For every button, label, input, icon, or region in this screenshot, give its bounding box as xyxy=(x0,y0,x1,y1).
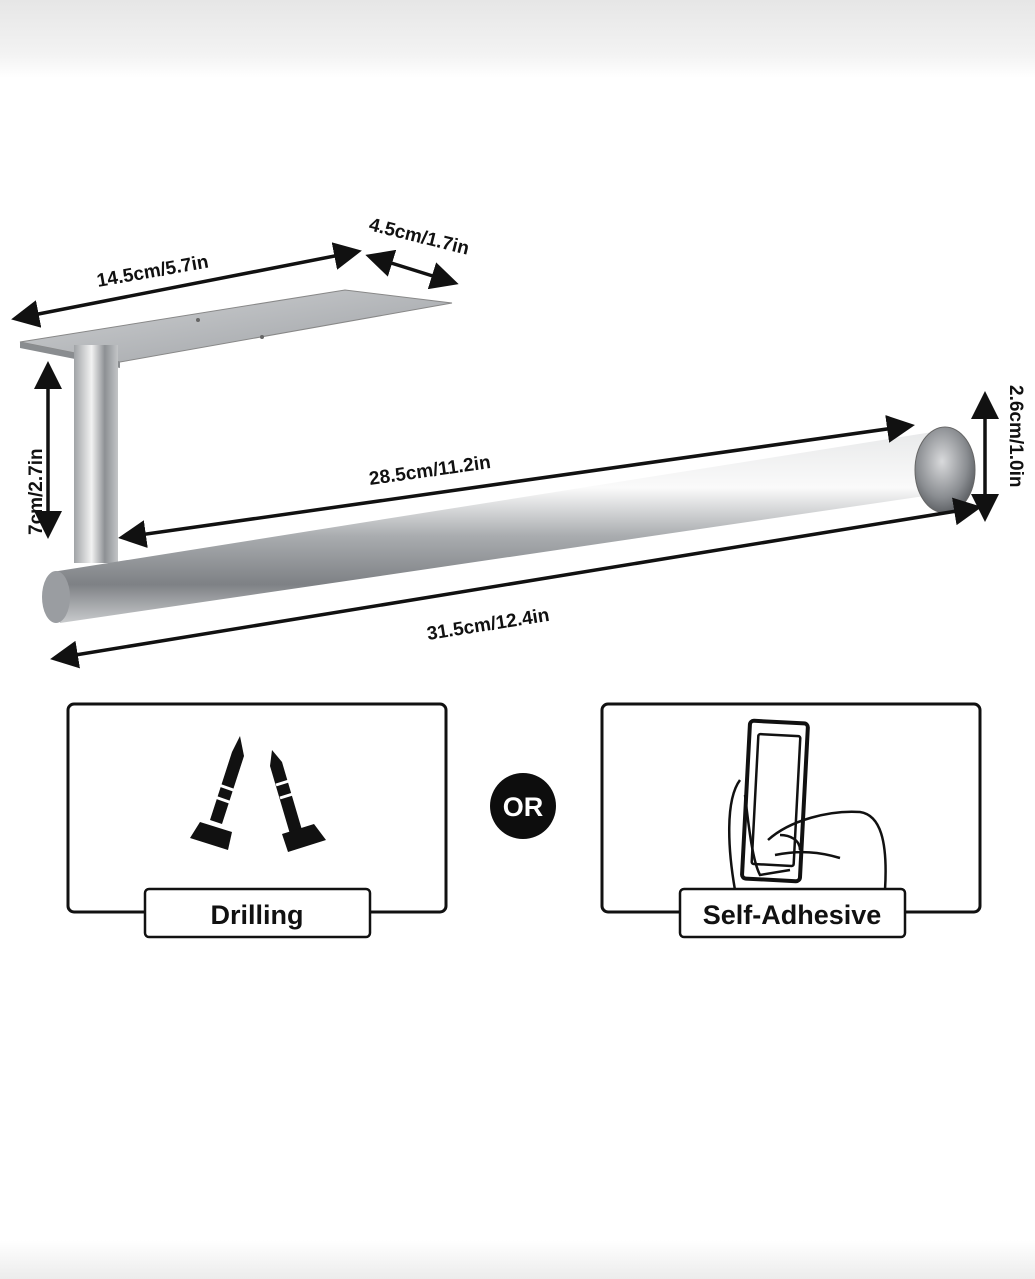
adhesive-hand-icon xyxy=(727,718,887,891)
paper-towel-holder xyxy=(19,289,976,623)
drilling-option: Drilling xyxy=(66,702,448,939)
or-badge: OR xyxy=(490,773,556,839)
plate-width-label: 4.5cm/1.7in xyxy=(367,214,471,259)
top-band xyxy=(0,0,1035,78)
cap-diameter-label: 2.6cm/1.0in xyxy=(1005,385,1026,487)
usable-length-label: 28.5cm/11.2in xyxy=(368,452,492,490)
self-adhesive-label: Self-Adhesive xyxy=(703,900,882,930)
dimension-lines xyxy=(11,242,999,669)
vertical-post xyxy=(74,345,118,563)
end-cap xyxy=(914,426,976,514)
screw-icon xyxy=(190,736,244,850)
plate-length-label: 14.5cm/5.7in xyxy=(95,252,210,292)
drilling-label: Drilling xyxy=(211,900,304,930)
or-label: OR xyxy=(503,792,544,822)
screw-icon xyxy=(270,750,326,852)
total-length-label: 31.5cm/12.4in xyxy=(425,605,550,645)
post-height-label: 7cm/2.7in xyxy=(26,448,47,535)
self-adhesive-option: Self-Adhesive xyxy=(600,702,982,939)
bottom-band xyxy=(0,1240,1035,1279)
